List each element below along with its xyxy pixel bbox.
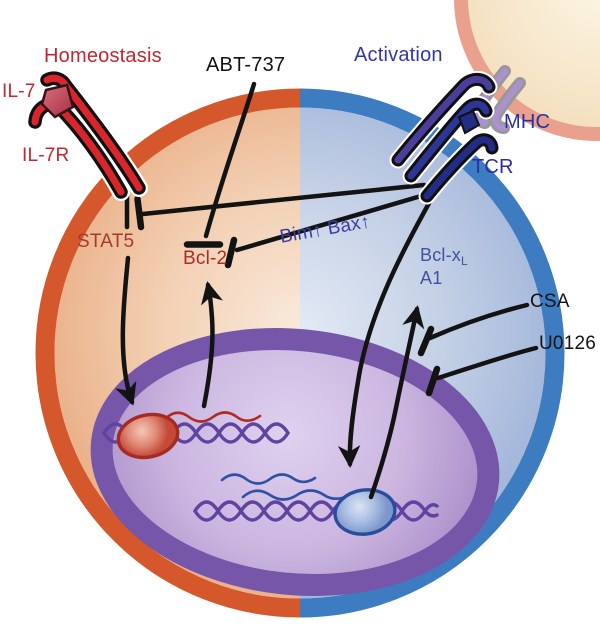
tcr-label: TCR <box>472 156 514 178</box>
csa-label: CSA <box>530 291 570 312</box>
nuclear-envelope <box>90 327 500 597</box>
tcr-inhibits-stat5-line <box>140 182 427 217</box>
a1-label: A1 <box>420 268 443 288</box>
mrna-activation-1 <box>220 473 317 485</box>
activation-label: Activation <box>354 44 443 66</box>
tcr-complex <box>389 70 501 205</box>
stat5-to-nucleus-arrow <box>115 255 137 406</box>
il7r-label: IL-7R <box>22 145 70 166</box>
u0126-line <box>435 345 539 381</box>
stat5-label: STAT5 <box>77 231 135 252</box>
il7-label: IL-7 <box>2 81 36 102</box>
mrna-activation-2 <box>241 489 352 501</box>
csa-line <box>427 302 530 341</box>
abt737-label: ABT-737 <box>206 54 286 76</box>
bclxl-main-text: Bcl-x <box>420 245 461 265</box>
dna-helix-activation <box>193 500 439 522</box>
homeostasis-label: Homeostasis <box>44 45 162 67</box>
gene-to-bclxl-arrow <box>368 305 425 500</box>
mrna-homeostasis <box>163 411 262 423</box>
il7-ligand <box>40 83 75 119</box>
tcr-inhibits-bcl2-tbar <box>224 236 238 269</box>
tcr-to-nucleus-arrow <box>337 193 436 468</box>
abt737-line <box>203 81 257 239</box>
u0126-tbar <box>425 365 441 397</box>
antigen-presenting-cell <box>454 0 600 141</box>
gene-to-bcl2-arrow <box>201 281 223 409</box>
csa-tbar <box>417 325 435 357</box>
bclxl-subscript: L <box>461 254 468 268</box>
tcr-inhibits-bcl2-line <box>234 191 431 253</box>
u0126-label: U0126 <box>539 333 596 354</box>
activation-tf-on-dna <box>333 488 397 536</box>
stat5-protein-on-dna <box>116 412 180 460</box>
tcr-inhibits-stat5-tbar <box>134 195 145 231</box>
bclxl-label: Bcl-xL <box>420 246 468 267</box>
signal-lines <box>115 81 539 500</box>
cell-membrane-homeostasis-half <box>35 88 301 618</box>
bcl2-label: Bcl-2 <box>183 248 228 269</box>
mhc-label: MHC <box>504 111 551 133</box>
